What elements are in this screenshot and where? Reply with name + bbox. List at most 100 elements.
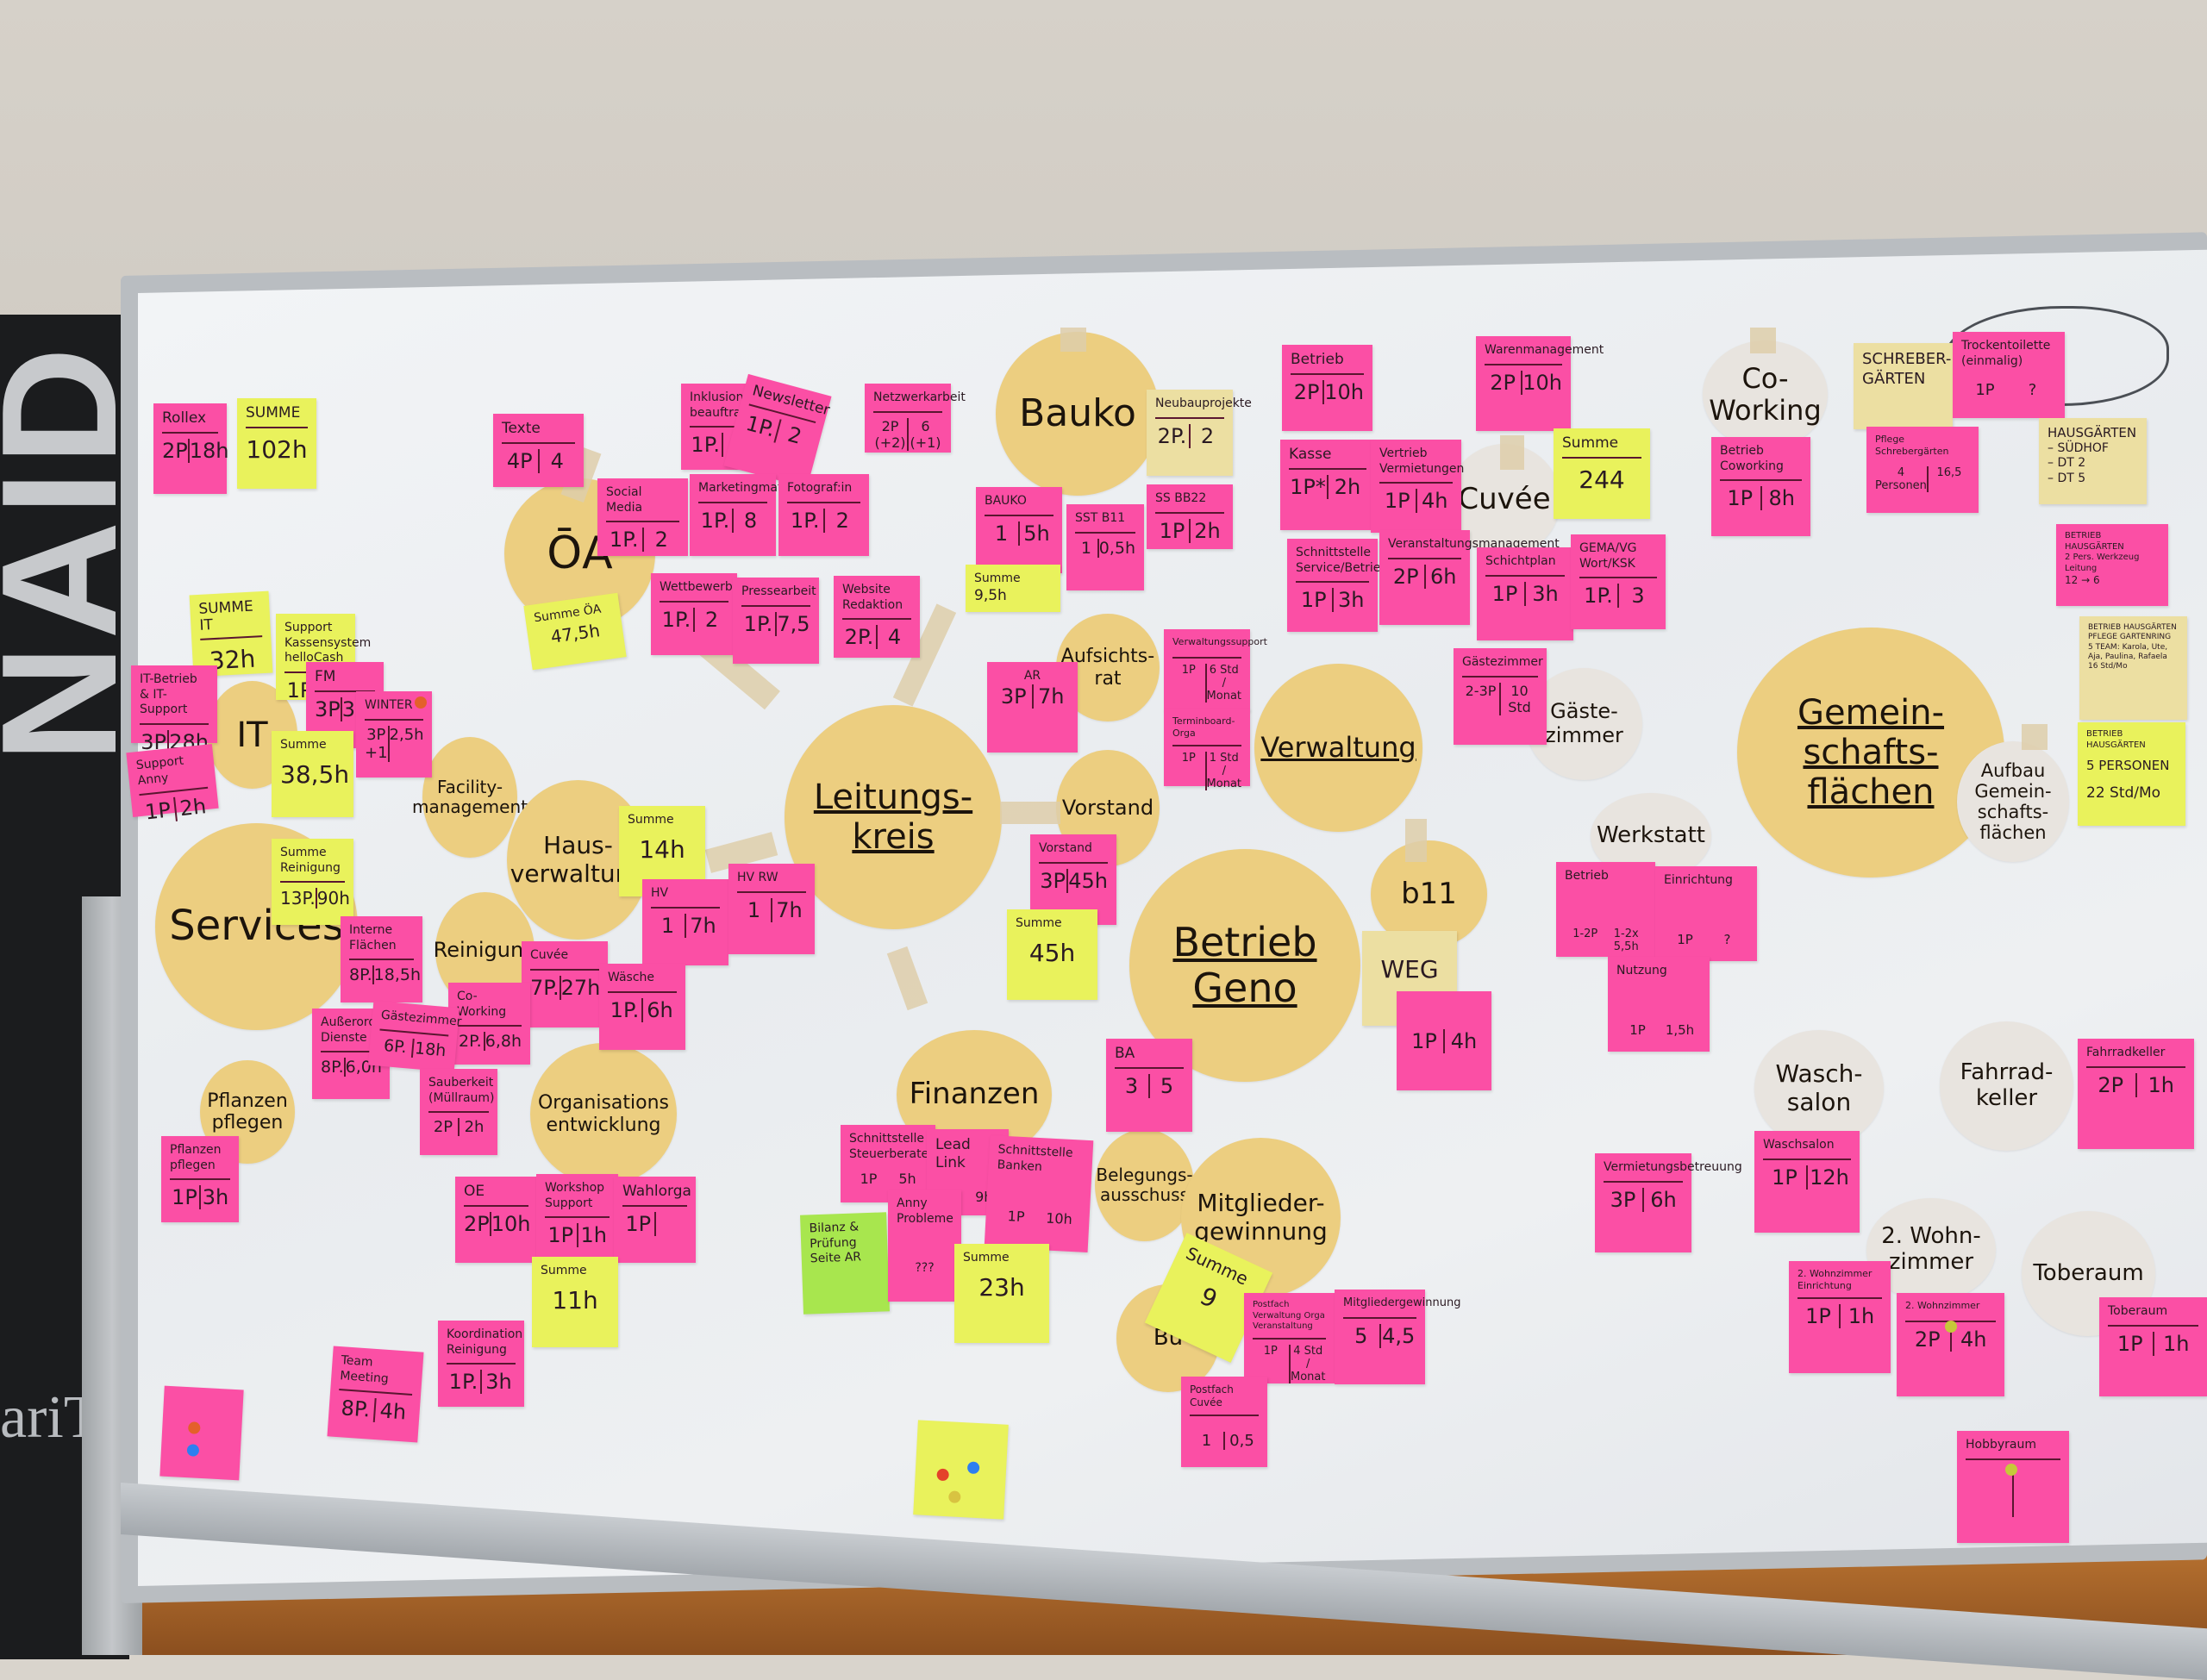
- note-title: Fotograf:in: [787, 481, 860, 503]
- note-title: Betrieb Coworking: [1720, 444, 1802, 481]
- note-title: Kasse: [1289, 447, 1366, 470]
- dot-sticker-icon: [186, 1444, 200, 1457]
- note-people: 2P: [162, 438, 190, 463]
- note-people: [1966, 1465, 2014, 1517]
- note-schrebergaerten[interactable]: SCHREBER-GÄRTEN: [1854, 343, 1953, 429]
- circle-belegungsausschuss: Belegungs- ausschuss: [1095, 1129, 1194, 1241]
- note-hausgaerten[interactable]: HAUSGÄRTEN– SÜDHOF– DT 2– DT 5: [2039, 418, 2147, 504]
- note-hours: 45h: [1068, 869, 1108, 893]
- note-hours: 10h: [1045, 1209, 1073, 1228]
- note-hours: 1h: [2148, 1073, 2174, 1097]
- note-hours: 2: [835, 509, 849, 533]
- note-title: Vorstand: [1039, 841, 1108, 864]
- circle-coworking: Co- Working: [1703, 340, 1828, 448]
- note-hobbyraum[interactable]: Hobbyraum: [1957, 1431, 2069, 1543]
- note-title: Marketingmaterial: [698, 481, 809, 503]
- note-anny-probleme[interactable]: Anny Probleme???: [888, 1190, 961, 1302]
- note-people: 1: [651, 914, 686, 938]
- note-smiley-dots[interactable]: [913, 1420, 1009, 1520]
- note-veranstaltungsmanagement[interactable]: Veranstaltungsmanagement2P6h: [1379, 530, 1560, 625]
- note-hours: 10h: [1522, 371, 1562, 395]
- note-line: 22 Std/Mo: [2086, 784, 2161, 802]
- note-title: Einrichtung: [1664, 873, 1733, 887]
- note-title: 2. Wohnzimmer: [1905, 1300, 1996, 1322]
- note-trockentoilette[interactable]: Trockentoilette (einmalig)1P?: [1953, 332, 2065, 418]
- circle-label: Vorstand: [1061, 795, 1154, 820]
- note-blank-with-dots[interactable]: [159, 1385, 244, 1481]
- note-bilanz-pruefung[interactable]: Bilanz & Prüfung Seite AR: [800, 1212, 890, 1315]
